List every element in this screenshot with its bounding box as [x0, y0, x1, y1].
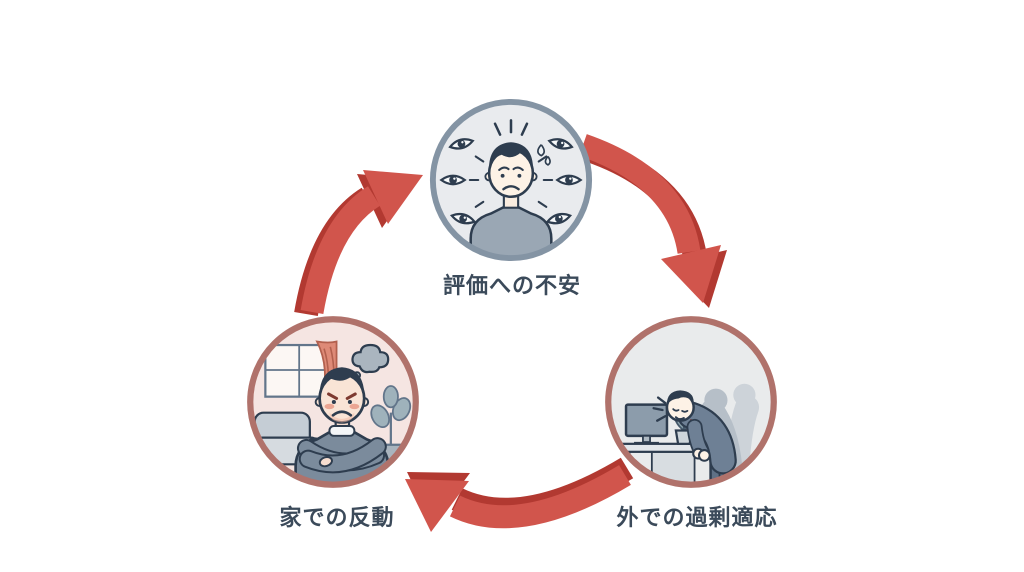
node-ring	[429, 98, 593, 262]
gaze-dash-lines	[468, 155, 554, 208]
arrow-anxiety-to-office	[579, 134, 727, 308]
monitor-icon	[624, 403, 669, 445]
arrow-home-to-anxiety	[294, 170, 423, 317]
watching-eyes-illustration	[429, 98, 593, 262]
node-ring	[247, 316, 419, 488]
node-evaluation-anxiety	[427, 96, 595, 264]
node-ring	[605, 316, 777, 488]
bowing-man	[665, 390, 737, 483]
worried-person	[469, 142, 553, 256]
arrow-office-to-home	[405, 457, 634, 532]
node-reaction-at-home	[244, 313, 422, 491]
crossed-arms	[296, 437, 387, 474]
effort-lines-icon	[652, 396, 667, 422]
bowing-man-illustration	[605, 316, 777, 488]
label-evaluation-anxiety: 評価への不安	[442, 273, 581, 298]
angry-man-illustration	[247, 316, 419, 488]
label-overadaptation-outside: 外での過剰適応	[616, 505, 778, 530]
stress-lines-icon	[493, 119, 529, 136]
sweat-drops-icon	[537, 144, 551, 166]
angry-man	[294, 367, 390, 483]
node-overadaptation-outside	[602, 313, 780, 491]
label-reaction-at-home: 家での反動	[279, 505, 395, 530]
